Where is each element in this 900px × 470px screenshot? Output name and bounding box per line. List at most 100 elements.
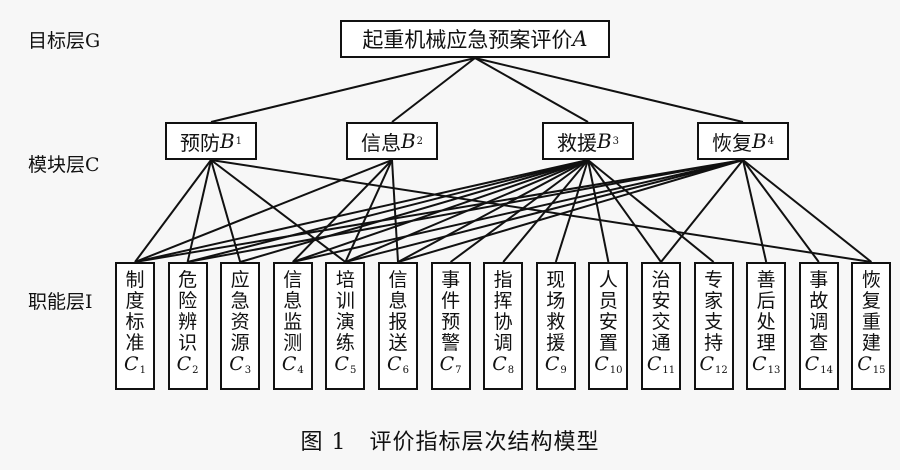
module-function-link: [134, 159, 212, 263]
function-node-char: 辨: [178, 311, 198, 333]
function-node-code: C12: [699, 354, 727, 381]
function-node-char: 资: [230, 311, 250, 333]
function-node-char: 事: [809, 269, 829, 291]
function-node-char: 险: [178, 290, 198, 312]
function-node-char: 调: [493, 332, 513, 354]
function-node-subscript: 8: [507, 365, 515, 376]
goal-layer-label: 目标层G: [28, 30, 101, 52]
function-node-code: C5: [334, 354, 356, 381]
function-layer-label: 职能层I: [28, 291, 93, 313]
module-function-link: [187, 159, 589, 263]
function-node-symbol: C: [229, 353, 244, 375]
module-function-link: [187, 159, 744, 263]
function-node-code: C8: [492, 354, 514, 381]
module-function-link: [186, 159, 212, 263]
function-node-char: 家: [704, 290, 724, 312]
function-node-code: C1: [124, 354, 146, 381]
function-node-char: 标: [125, 311, 145, 333]
function-node-char: 人: [598, 269, 618, 291]
module-function-link: [587, 159, 662, 263]
module-function-link: [344, 159, 393, 263]
function-node-symbol: C: [492, 353, 507, 375]
module-function-link: [742, 159, 820, 263]
function-node-char: 报: [388, 311, 408, 333]
module-node-symbol: B: [219, 129, 235, 153]
function-node-char: 现: [546, 269, 566, 291]
function-node-char: 救: [546, 311, 566, 333]
function-node-symbol: C: [804, 353, 820, 375]
goal-module-link: [474, 57, 589, 123]
module-function-link: [587, 159, 610, 263]
function-node-char: 员: [598, 290, 618, 312]
function-node-char: 恢: [861, 269, 881, 291]
goal-node-symbol: A: [572, 27, 588, 51]
function-node-char: 指: [493, 269, 513, 291]
function-node-subscript: 1: [139, 365, 146, 376]
module-function-link: [292, 159, 393, 263]
function-node-subscript: 10: [609, 365, 623, 376]
function-node-subscript: 7: [455, 365, 462, 376]
function-node-char: 信: [283, 269, 303, 291]
function-node-char: 件: [441, 290, 461, 312]
function-node-char: 应: [230, 269, 250, 291]
goal-module-link: [210, 57, 476, 123]
function-node-char: 识: [178, 332, 198, 354]
module-function-link: [660, 159, 744, 263]
function-node-code: C4: [282, 354, 304, 381]
function-node-char: 度: [125, 290, 145, 312]
module-function-link: [134, 159, 393, 263]
module-function-link: [134, 159, 744, 263]
function-node-char: 急: [230, 290, 250, 312]
function-node-char: 协: [493, 311, 513, 333]
function-node-char: 演: [335, 311, 355, 333]
function-node-char: 故: [809, 290, 829, 312]
function-node-subscript: 6: [402, 365, 409, 376]
function-node-char: 培: [335, 269, 355, 291]
function-node-subscript: 13: [767, 365, 781, 376]
module-function-link: [742, 159, 768, 263]
function-node-symbol: C: [387, 353, 402, 375]
function-node-subscript: 9: [560, 365, 567, 376]
function-node-code: C7: [440, 354, 462, 381]
function-node-char: 处: [756, 311, 776, 333]
function-node-code: C15: [857, 354, 885, 381]
module-node-label: 预防: [179, 130, 220, 155]
module-function-link: [742, 159, 873, 263]
function-node-char: 练: [335, 332, 355, 354]
function-node-symbol: C: [439, 353, 455, 375]
function-node-char: 重: [861, 311, 881, 333]
function-node-symbol: C: [124, 353, 139, 375]
function-node-char: 源: [230, 332, 250, 354]
function-node-char: 专: [704, 269, 724, 291]
module-node-label: 恢复: [711, 130, 752, 155]
function-node-char: 后: [756, 290, 776, 312]
module-function-link: [397, 159, 589, 263]
module-function-link: [239, 159, 589, 263]
function-node-char: 善: [756, 269, 776, 291]
function-node-char: 支: [704, 311, 724, 333]
function-node-code: C14: [805, 354, 833, 381]
function-node-symbol: C: [594, 353, 609, 375]
function-node-subscript: 3: [244, 365, 252, 376]
module-function-link: [391, 159, 399, 263]
function-node-symbol: C: [281, 353, 297, 375]
function-node-char: 制: [125, 269, 145, 291]
function-node-subscript: 5: [349, 365, 357, 376]
function-node-char: 预: [441, 311, 461, 333]
function-node-char: 安: [651, 290, 671, 312]
function-node-symbol: C: [646, 353, 662, 375]
